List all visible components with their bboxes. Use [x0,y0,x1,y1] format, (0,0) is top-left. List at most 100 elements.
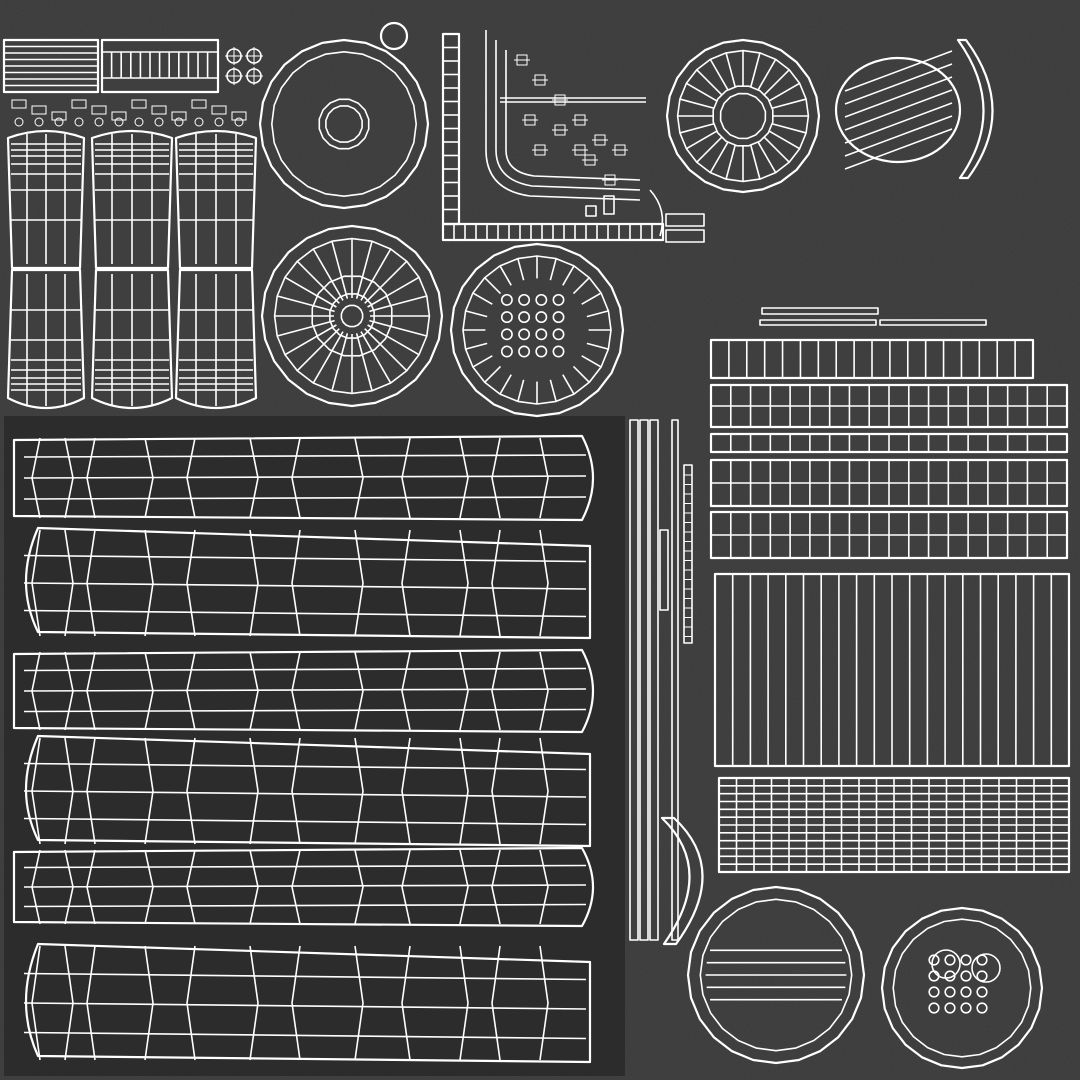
disc-spoke [696,136,723,163]
disc-spoke [296,260,340,304]
small-ring [379,21,409,51]
disc-detail-blob [944,970,956,982]
disc-detail-blob [518,293,531,306]
small-fragment [31,105,47,115]
plank-strip-segment [31,651,41,731]
plank-strip-segment [144,529,154,637]
plank-strip-segment [291,849,301,925]
plank-strip-edge-loop [23,496,587,500]
grid-thin-bar [759,319,877,326]
disc-hatch [844,50,953,92]
disc-detail-blob [500,311,513,324]
small-fragment-ring [174,117,184,127]
plank-strip-outline [24,942,592,1064]
plank-strip-segment [354,945,364,1061]
l-small-block [665,213,705,227]
disc-detail-blob [535,311,548,324]
plank-strip-edge-loop [23,817,587,826]
disc-detail-blob [552,311,565,324]
arc-piece-bottom [660,816,704,946]
small-ladder [100,38,220,94]
disc-spoke [772,98,807,109]
corner-bracket-island [441,30,705,243]
disc-spoke [709,58,729,91]
plank-strip-segment [144,849,154,925]
plank-strip-outline [12,434,595,522]
plank-strip-edge-loop [23,554,587,563]
disc-outer-rim [260,224,444,408]
small-fragment [51,111,67,121]
disc-inner-rim [892,918,1032,1058]
small-fragment-ring [154,117,164,127]
small-fragment-ring [194,117,204,127]
arc-pieces-island [649,38,994,946]
plank-strip-edge-loop [23,972,587,981]
plank-strip-edge-loop [23,1031,587,1040]
plank-strip-outline [24,734,592,848]
small-fragment-ring [74,117,84,127]
plank-strip-segment [249,737,259,845]
disc-ring [325,105,363,143]
plank-strip-segment [291,437,301,519]
plank-strip-segment [539,945,549,1061]
disc-spoke [581,355,602,368]
disc-spoke [768,130,801,150]
plank-strip-edge-loop [23,667,587,672]
arc-piece-small [649,189,664,237]
plank-strip-segment [186,437,196,519]
plank-strip-segment [539,529,549,637]
small-fragment [211,105,227,115]
disc-detail-blob [500,345,513,358]
disc-ring [311,275,393,357]
thin-strip [649,419,659,941]
plank-strip-segment [459,529,469,637]
plank-strip-segment [249,849,259,925]
stave-outline [174,129,258,270]
plank-strip-segment [354,651,364,731]
disc-detail-blob [944,954,956,966]
disc-spoke [360,331,392,384]
plank-strip-segment [354,437,364,519]
disc-spoke [549,258,557,281]
plank-strip-segment [491,849,501,925]
disc-spoke [331,333,349,391]
plank-strip-edge-loop [23,864,587,869]
disc-spoke [757,58,777,91]
disc-spoke [312,331,344,384]
disc-spoke [484,277,502,295]
plank-strip-segment [249,651,259,731]
disc-spoke [277,295,335,313]
disc-spoke [367,324,420,356]
disc-inner-rim [699,898,853,1052]
thin-strip [659,529,669,611]
disc-spoke [364,328,408,372]
disc-spoke [472,292,493,305]
plank-strip-edge-loop [23,762,587,771]
plank-strip-segment [354,737,364,845]
disc-spoke [355,333,373,391]
disc-spoke [499,374,512,395]
disc-outer-rim [258,38,430,210]
disc-ring [719,92,767,140]
plank-strip-segment [491,945,501,1061]
disc-spoke [572,365,590,383]
plank-strip-segment [64,651,74,731]
disc-spoke [355,241,373,299]
arc-piece-right [956,38,994,180]
disc-detail-blob [552,328,565,341]
disc-inner-rim [676,49,810,183]
disc-hatch [844,128,953,170]
plank-strip-segment [86,849,96,925]
disc-hatch [844,63,953,105]
disc-spoke [517,379,525,402]
disc-inner-rim [462,255,612,405]
small-fragment [231,111,247,121]
disc-detail-blob [960,954,972,966]
plank-strip-outline [24,526,592,640]
disc-hatch [844,102,953,144]
small-fragment [191,99,207,109]
disc-hatch [844,76,953,118]
disc-spoke [696,69,723,96]
disc-spoke [679,98,714,109]
